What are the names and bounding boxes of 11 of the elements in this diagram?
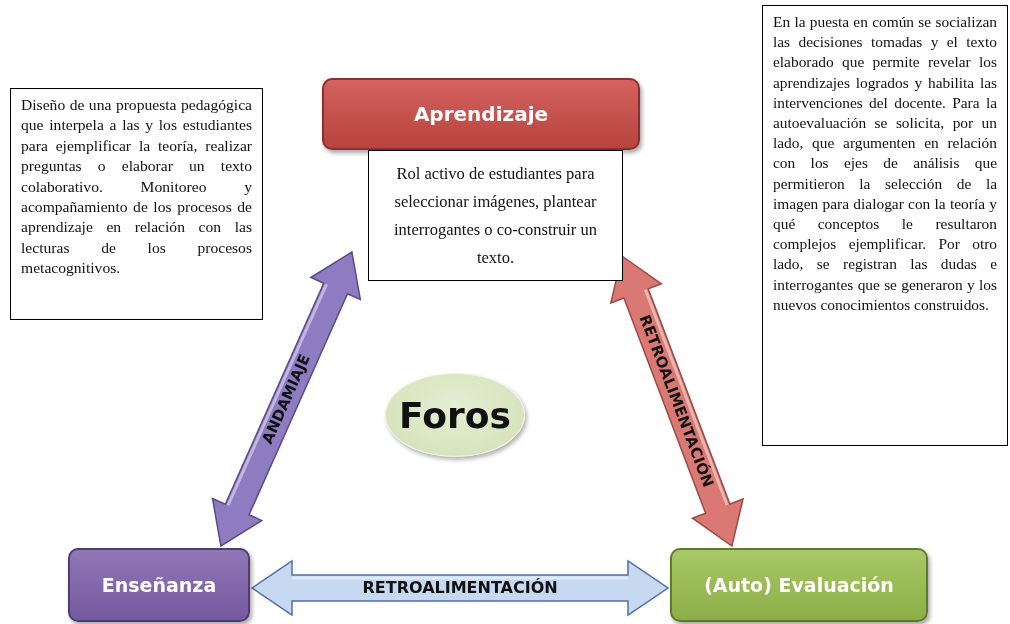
process-box: Aprendizaje — [322, 78, 640, 150]
note-box: Rol activo de estudiantes para seleccionar imágenes, plantear interrogantes o co-construir un texto. — [368, 150, 623, 281]
note-box: Diseño de una propuesta pedagógica que interpela a las y los estudiantes para ejemplificar la teoría, realizar preguntas o elaborar un texto colaborativo. Monitoreo y acompañamiento de los procesos de aprendizaje en relación con las lecturas de los procesos metacognitivos. — [10, 88, 263, 320]
central-ellipse: Foros — [385, 373, 525, 457]
process-box: (Auto) Evaluación — [670, 548, 928, 622]
double-block-arrow — [609, 254, 745, 548]
note-box: En la puesta en común se socializan las decisiones tomadas y el texto elaborado que permite revelar los aprendizajes logrados y habilita las intervenciones del docente. Para la autoevaluación se solicita, por un lado, que argumenten en relación con los ejes de análisis que permitieron la selección de la imagen para dialogar con la teoría y qué conceptos le resultaron complejos ejemplificar. Por otro lado, se registran las dudas e interrogantes que se generaron y los nuevos conocimientos construidos. — [762, 5, 1008, 446]
edge-label: RETROALIMENTACIÓN — [362, 578, 558, 598]
double-block-arrow — [250, 559, 670, 617]
process-box: Enseñanza — [68, 548, 250, 622]
double-block-arrow — [211, 250, 362, 548]
